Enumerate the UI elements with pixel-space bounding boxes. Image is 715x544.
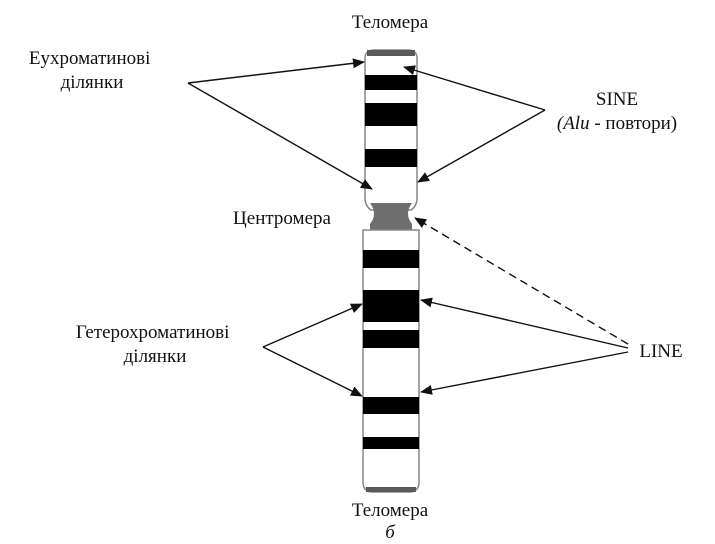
label-telomere-top: Теломера bbox=[352, 12, 429, 33]
band bbox=[363, 397, 419, 414]
arrow-heterochromatic-bottom bbox=[262, 346, 363, 397]
label-line: LINE bbox=[639, 341, 682, 362]
telomere-cap-bottom bbox=[366, 487, 416, 492]
telomere-cap-top bbox=[367, 50, 415, 56]
label-sine-alu-word: Alu bbox=[561, 113, 589, 134]
label-euchromatic: Еухроматинові ділянки bbox=[29, 48, 155, 93]
band bbox=[363, 250, 419, 268]
label-centromere: Центромера bbox=[233, 208, 331, 229]
arrow-euchromatic-bottom bbox=[187, 82, 373, 190]
band bbox=[363, 437, 419, 449]
arrow-euchromatic-top bbox=[187, 58, 365, 84]
lower-arm bbox=[362, 229, 420, 493]
label-sine-rest: - повтори) bbox=[590, 113, 678, 134]
panel-letter: б bbox=[385, 522, 396, 543]
arrow-line-bottom bbox=[420, 351, 629, 395]
label-telomere-bottom: Теломера bbox=[352, 500, 429, 521]
arrow-line-top bbox=[420, 297, 629, 349]
label-sine: SINE bbox=[596, 89, 638, 110]
label-heterochromatic: Гетерохроматинові ділянки bbox=[76, 322, 234, 367]
band bbox=[365, 103, 417, 126]
label-heterochromatic-line1: Гетерохроматинові bbox=[76, 322, 230, 343]
arrow-heterochromatic-top bbox=[262, 303, 363, 348]
arrows bbox=[187, 58, 629, 397]
label-heterochromatic-line2: ділянки bbox=[124, 346, 187, 367]
label-euchromatic-line1: Еухроматинові bbox=[29, 48, 150, 69]
upper-arm bbox=[364, 49, 418, 211]
arrow-line-centromere bbox=[414, 217, 629, 345]
band bbox=[363, 330, 419, 348]
band bbox=[365, 75, 417, 90]
band bbox=[365, 149, 417, 167]
label-sine-line1: SINE bbox=[596, 89, 638, 110]
centromere-region bbox=[370, 203, 412, 230]
label-sine-alu: (Alu - повтори) bbox=[557, 113, 677, 134]
band bbox=[363, 290, 419, 322]
label-euchromatic-line2: ділянки bbox=[61, 72, 124, 93]
arrow-sine-top bbox=[403, 65, 546, 111]
chromosome bbox=[362, 49, 420, 493]
label-sine-paren: ( bbox=[557, 113, 565, 134]
arrow-sine-bottom bbox=[417, 109, 546, 183]
